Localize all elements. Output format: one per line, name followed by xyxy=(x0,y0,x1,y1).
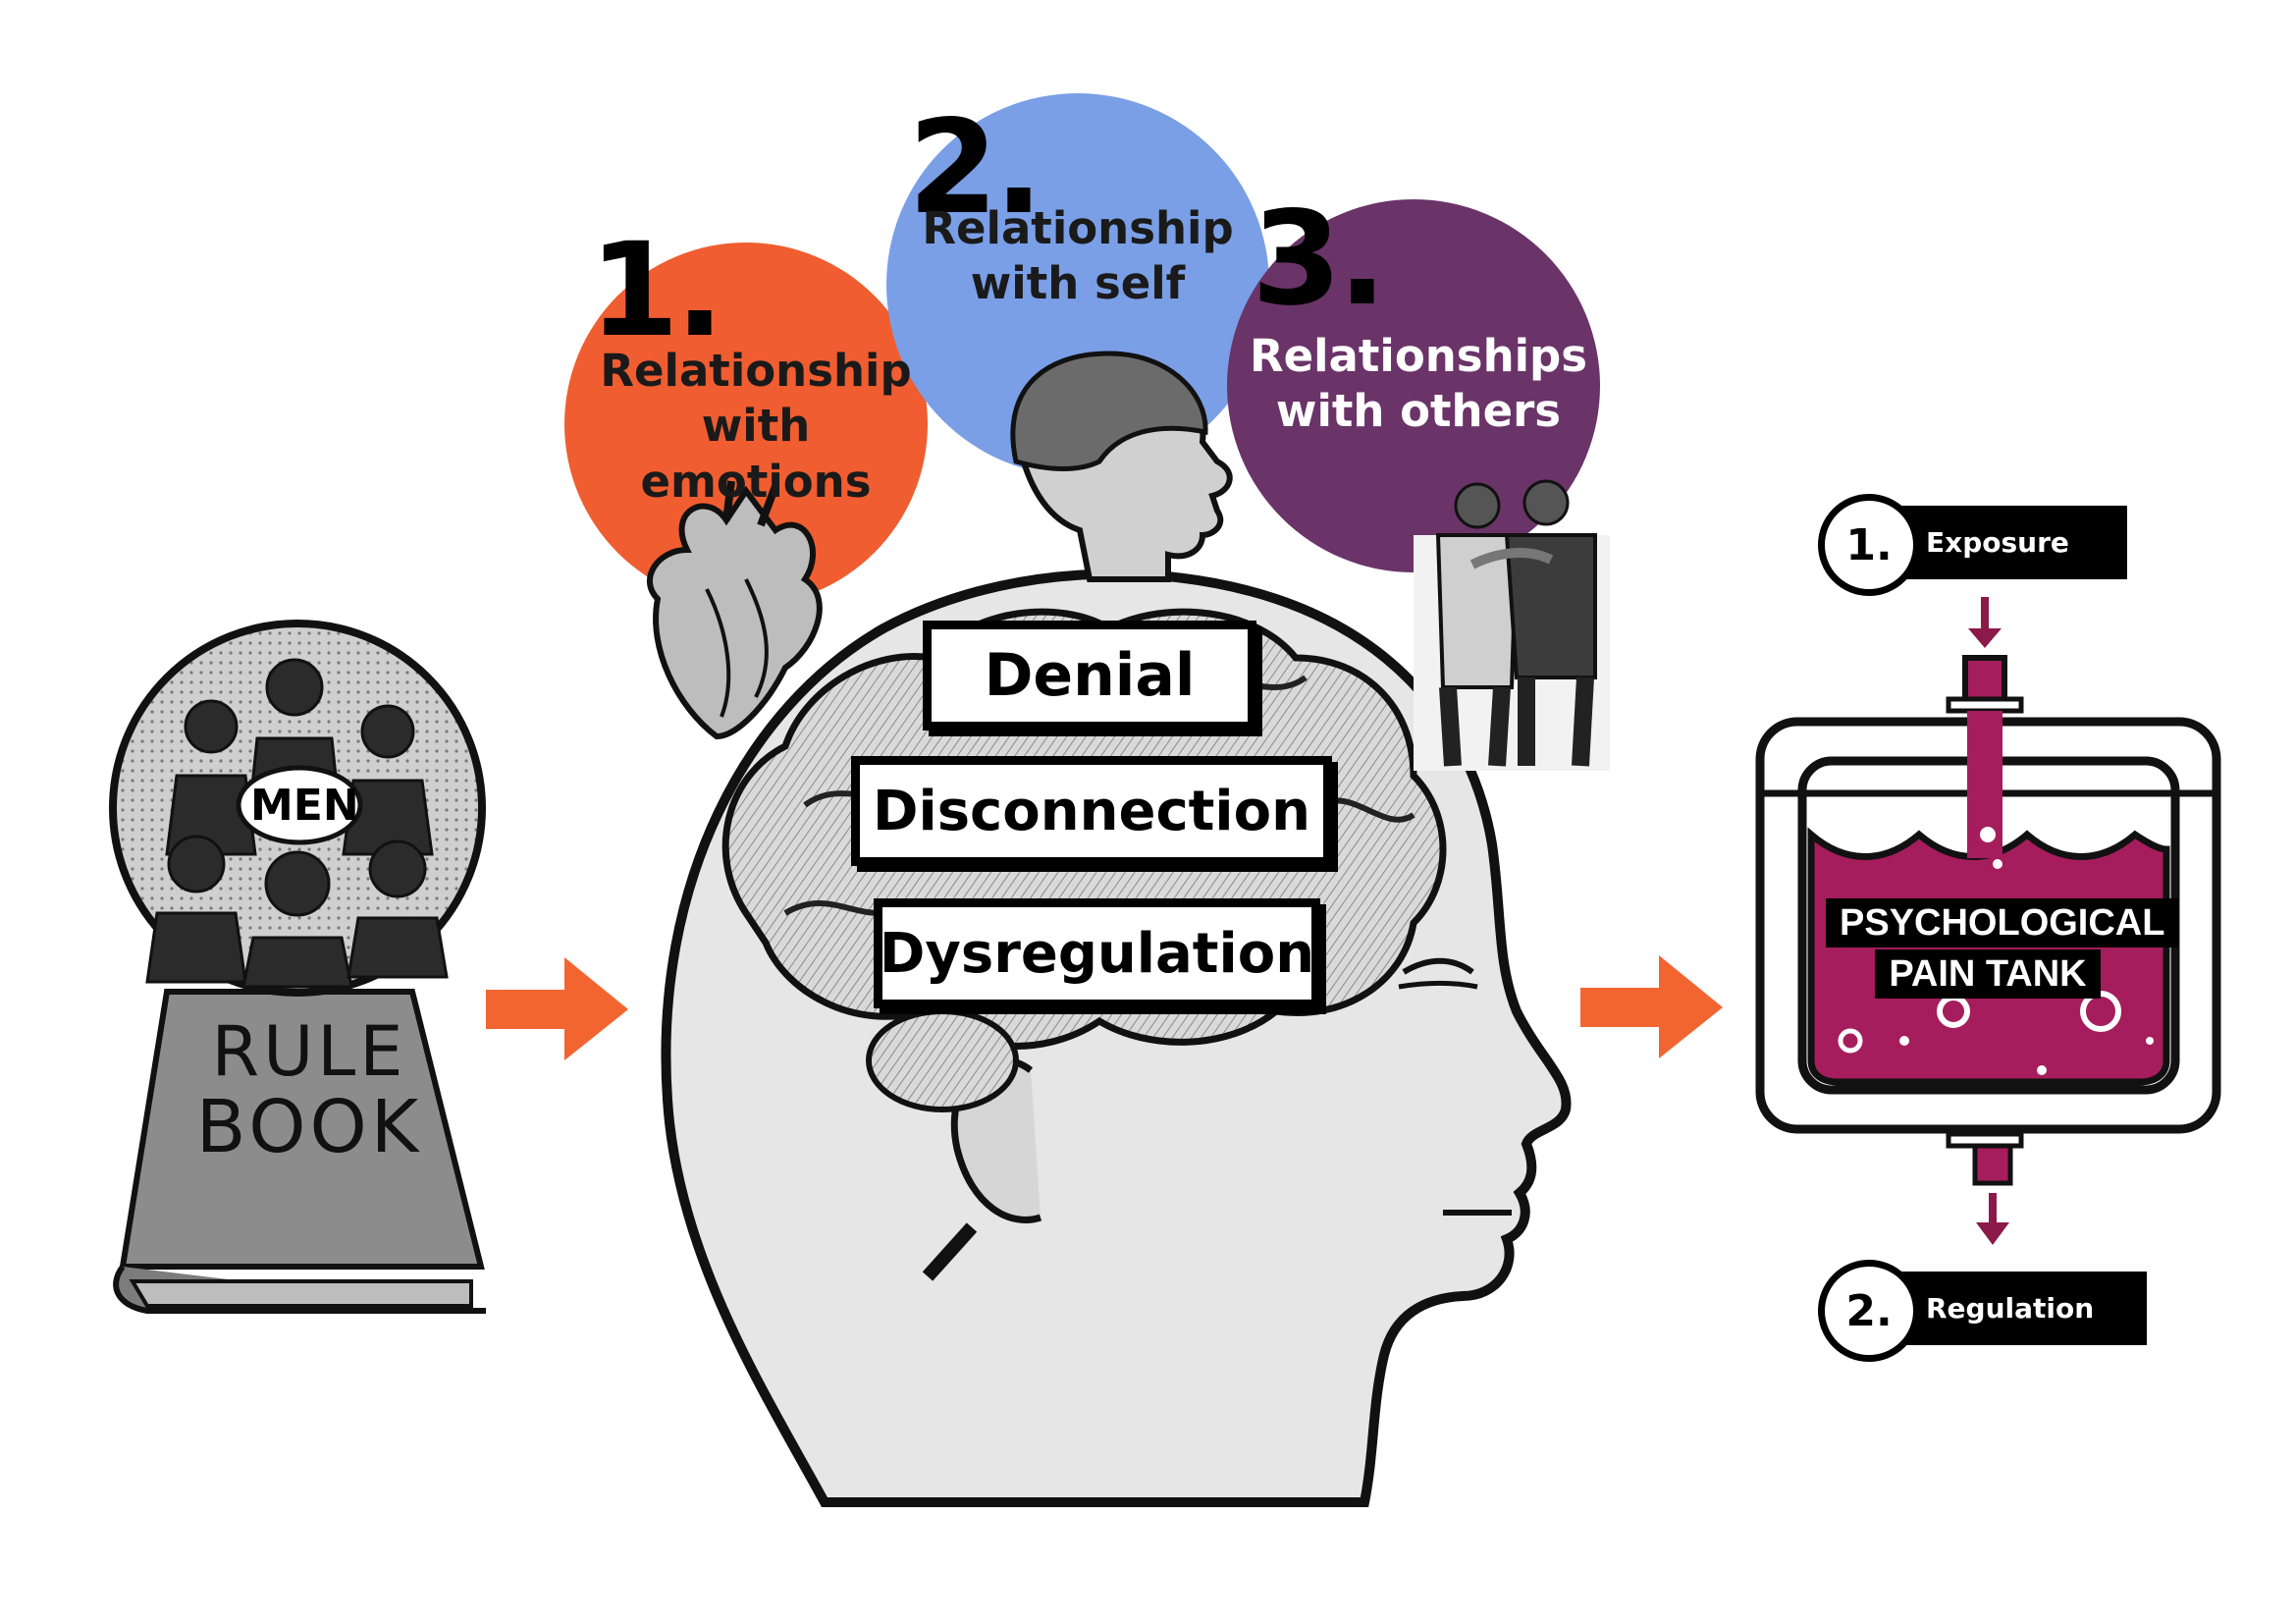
relationship-emotions-label: Relationship with emotions xyxy=(579,344,933,510)
tank-step-regulation: Regulation 2. xyxy=(1818,1260,2152,1374)
rulebook-title-line2: BOOK xyxy=(195,1085,423,1169)
brain-label-disconnection: Disconnection xyxy=(851,756,1332,866)
circle-relationship-emotions xyxy=(564,243,928,606)
rulebook-illustration xyxy=(109,620,486,1314)
tank-step-regulation-label: Regulation xyxy=(1926,1292,2095,1325)
relationship-number-2: 2. xyxy=(908,92,1043,244)
relationships-others-line2: with others xyxy=(1275,385,1562,438)
relationship-self-line2: with self xyxy=(970,257,1186,310)
anatomical-heart-icon xyxy=(647,480,823,740)
arrow-rulebook-to-head xyxy=(486,957,628,1060)
pain-tank-label-line2: PAIN TANK xyxy=(1875,949,2101,999)
relationship-self-label: Relationship with self xyxy=(911,201,1245,312)
brain-label-dysregulation: Dysregulation xyxy=(874,898,1320,1008)
rulebook-title-line1: RULE xyxy=(211,1011,407,1092)
relationships-others-label: Relationships with others xyxy=(1242,329,1595,440)
relationships-others-line1: Relationships xyxy=(1249,330,1588,382)
relationship-emotions-line1: Relationship xyxy=(600,345,912,397)
men-badge-label: MEN xyxy=(250,781,359,831)
two-men-embracing-icon xyxy=(1414,479,1610,771)
relationship-number-1: 1. xyxy=(589,215,724,366)
relationship-self-line1: Relationship xyxy=(922,202,1234,254)
pain-tank-label-line1: PSYCHOLOGICAL xyxy=(1826,898,2179,947)
relationship-number-3: 3. xyxy=(1252,184,1387,335)
tank-step-exposure-label: Exposure xyxy=(1926,526,2069,559)
tank-step-exposure-number: 1. xyxy=(1818,494,1920,596)
tank-step-regulation-bar: Regulation xyxy=(1877,1272,2147,1345)
pain-tank-label: PSYCHOLOGICAL PAIN TANK xyxy=(1826,898,2179,999)
person-profile-icon xyxy=(1010,351,1233,582)
circle-relationships-others xyxy=(1227,199,1600,572)
tank-step-regulation-number: 2. xyxy=(1818,1260,1920,1362)
tank-step-exposure: Exposure 1. xyxy=(1818,494,2132,608)
arrow-head-to-tank xyxy=(1580,955,1723,1058)
brain-label-denial: Denial xyxy=(923,621,1256,731)
relationship-emotions-line2: with emotions xyxy=(640,400,872,508)
